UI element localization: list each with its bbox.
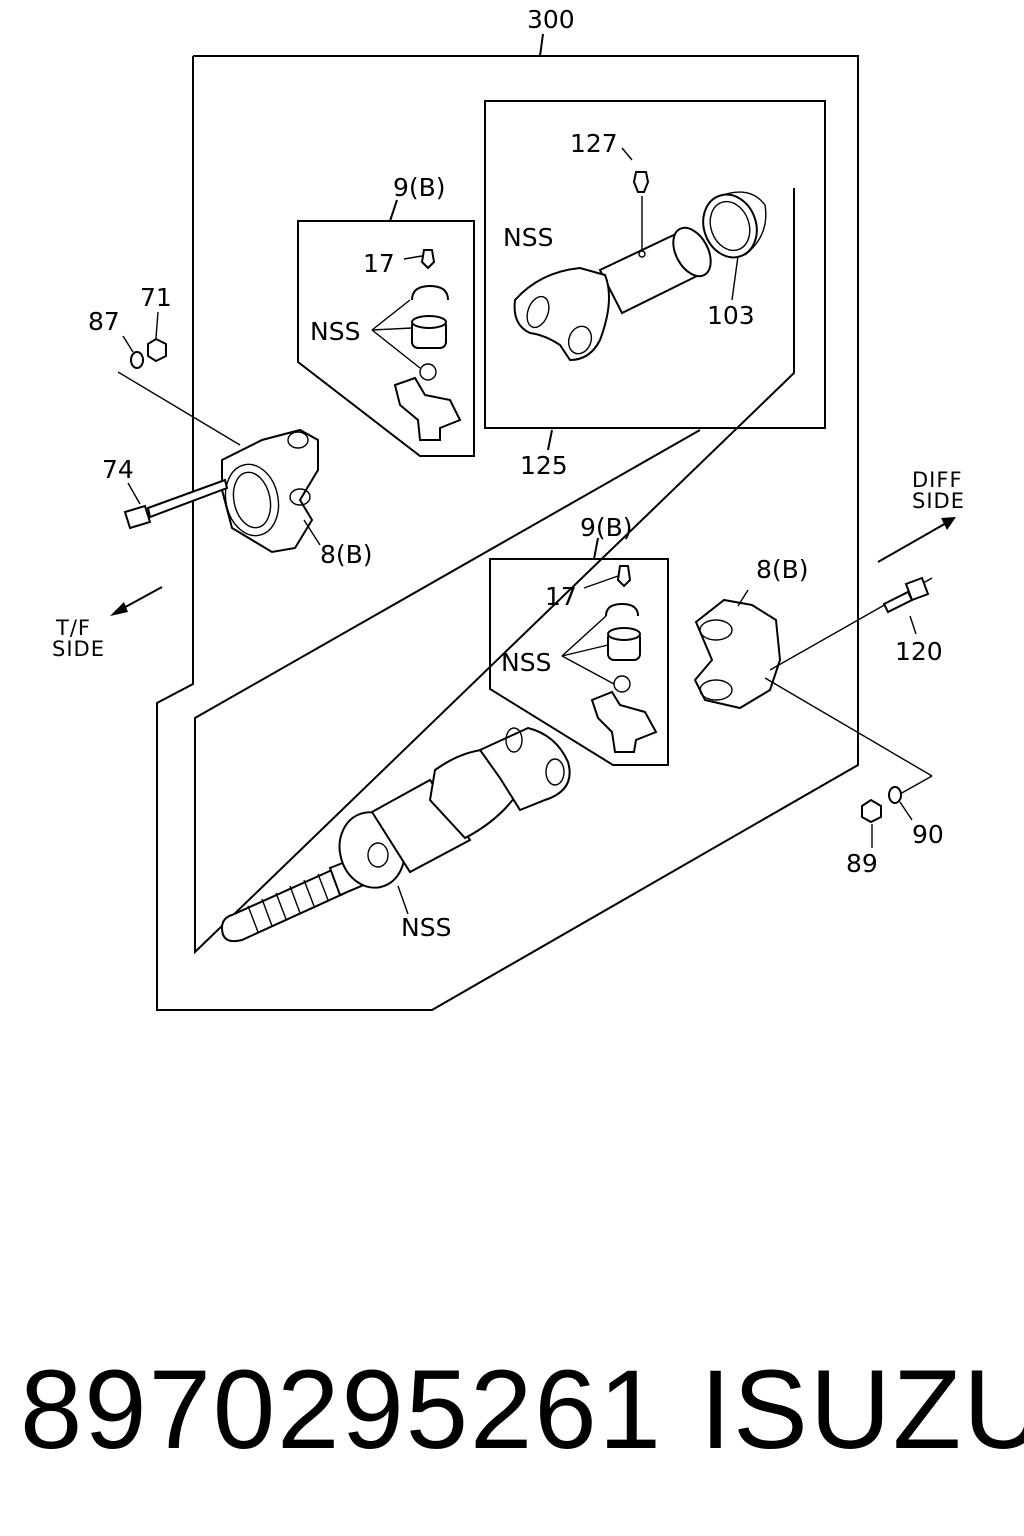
flange-yoke-left [221,428,321,554]
label-tf: T/F [55,616,91,640]
label-8b-right: 8(B) [756,555,809,584]
label-tf-side: SIDE [52,637,105,661]
label-diff: DIFF [912,468,963,492]
bolt-120 [882,576,930,635]
label-9b-top: 9(B) [393,173,446,202]
brand-name: ISUZU [700,1347,1024,1472]
label-17-bottom: 17 [545,582,577,611]
label-9b-bottom: 9(B) [580,513,633,542]
tube-group-box [484,100,826,429]
kit-box-top [297,220,475,457]
bolt-74 [123,478,229,530]
flange-yoke-right [693,577,933,795]
assembly-outline [156,55,859,1011]
label-diff-side: SIDE [912,489,965,513]
label-nss-kit-bottom: NSS [501,648,551,677]
shaft-group-outline [194,188,795,955]
footer: 8970295261 ISUZU [0,1340,1024,1480]
nut-89-washer-90 [861,786,913,848]
label-300: 300 [527,5,575,34]
label-71: 71 [140,283,172,312]
label-125: 125 [520,451,568,480]
washer-87-nut-71 [117,311,241,446]
label-8b-left: 8(B) [320,540,373,569]
label-nss-shaft: NSS [401,913,451,942]
grease-fitting-127 [621,147,650,193]
label-74: 74 [102,455,134,484]
label-17-top: 17 [363,249,395,278]
label-nss-kit-top: NSS [310,317,360,346]
label-nss-tube: NSS [503,223,553,252]
part-number: 8970295261 [20,1347,663,1472]
kit-parts-top [371,249,462,441]
ring-103 [702,191,767,301]
label-90: 90 [912,820,944,849]
label-87: 87 [88,307,120,336]
tf-side-arrow [110,586,163,616]
label-127: 127 [570,129,618,158]
label-103: 103 [707,301,755,330]
tube-yoke-part [513,196,712,362]
label-89: 89 [846,849,878,878]
diff-side-arrow [877,517,956,563]
slip-shaft-part [220,726,571,943]
label-120: 120 [895,637,943,666]
parts-diagram: 300 127 NSS 103 125 9(B) 17 NSS 87 71 74… [52,5,965,1011]
kit-parts-bottom [561,565,658,753]
